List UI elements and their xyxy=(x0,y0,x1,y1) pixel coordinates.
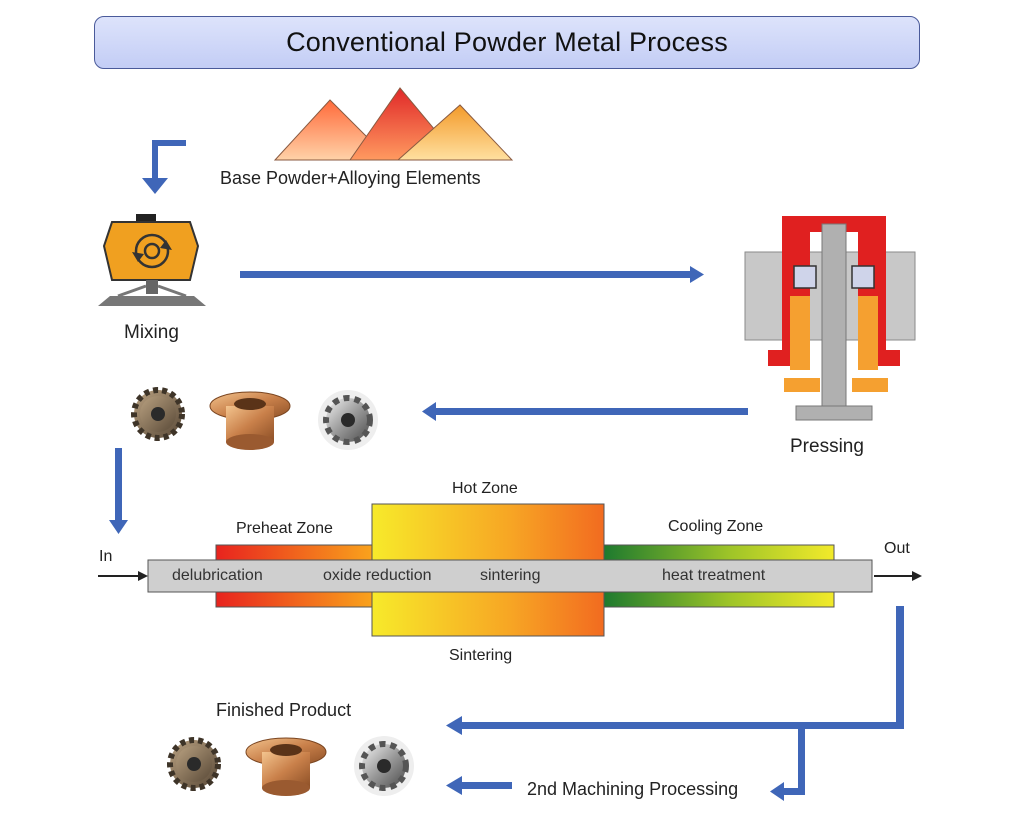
arrow-to-green-parts xyxy=(422,402,748,421)
sintering-zone-label: Sintering xyxy=(449,647,513,664)
arrow-to-mixer xyxy=(142,140,186,194)
stage-oxide-reduction: oxide reduction xyxy=(323,567,432,584)
spur-gear-icon xyxy=(131,387,185,441)
finished-parts-icon xyxy=(167,736,414,796)
conveyor-belt xyxy=(147,559,873,593)
finished-label: Finished Product xyxy=(216,700,352,720)
page-title: Conventional Powder Metal Process xyxy=(286,27,728,57)
flanged-bushing-icon xyxy=(209,391,291,450)
stage-heat-treatment: heat treatment xyxy=(662,567,766,584)
finished-spur-gear-icon xyxy=(167,737,221,791)
hot-zone-label: Hot Zone xyxy=(452,480,518,497)
finished-helical-gear-icon xyxy=(354,736,414,796)
mixer-icon xyxy=(98,214,206,306)
finished-bushing-icon xyxy=(245,737,327,796)
title-banner: Conventional Powder Metal Process xyxy=(94,16,920,69)
pressing-label: Pressing xyxy=(790,436,864,457)
mixing-label: Mixing xyxy=(124,322,179,343)
in-label: In xyxy=(99,548,113,565)
exit-arrows xyxy=(446,606,904,801)
stage-sintering: sintering xyxy=(480,567,541,584)
preheat-zone-label: Preheat Zone xyxy=(236,520,333,537)
out-label: Out xyxy=(884,540,910,557)
powder-label: Base Powder+Alloying Elements xyxy=(220,168,481,188)
helical-gear-icon xyxy=(318,390,378,450)
stage-delubrication: delubrication xyxy=(172,567,263,584)
green-parts-icon xyxy=(131,387,378,450)
furnace xyxy=(98,503,922,637)
machining-label: 2nd Machining Processing xyxy=(527,779,739,799)
arrow-to-pressing xyxy=(240,266,704,283)
arrow-to-furnace xyxy=(109,448,128,534)
powder-piles-icon xyxy=(273,87,514,161)
press-icon xyxy=(744,216,916,421)
cooling-zone-label: Cooling Zone xyxy=(668,518,764,535)
